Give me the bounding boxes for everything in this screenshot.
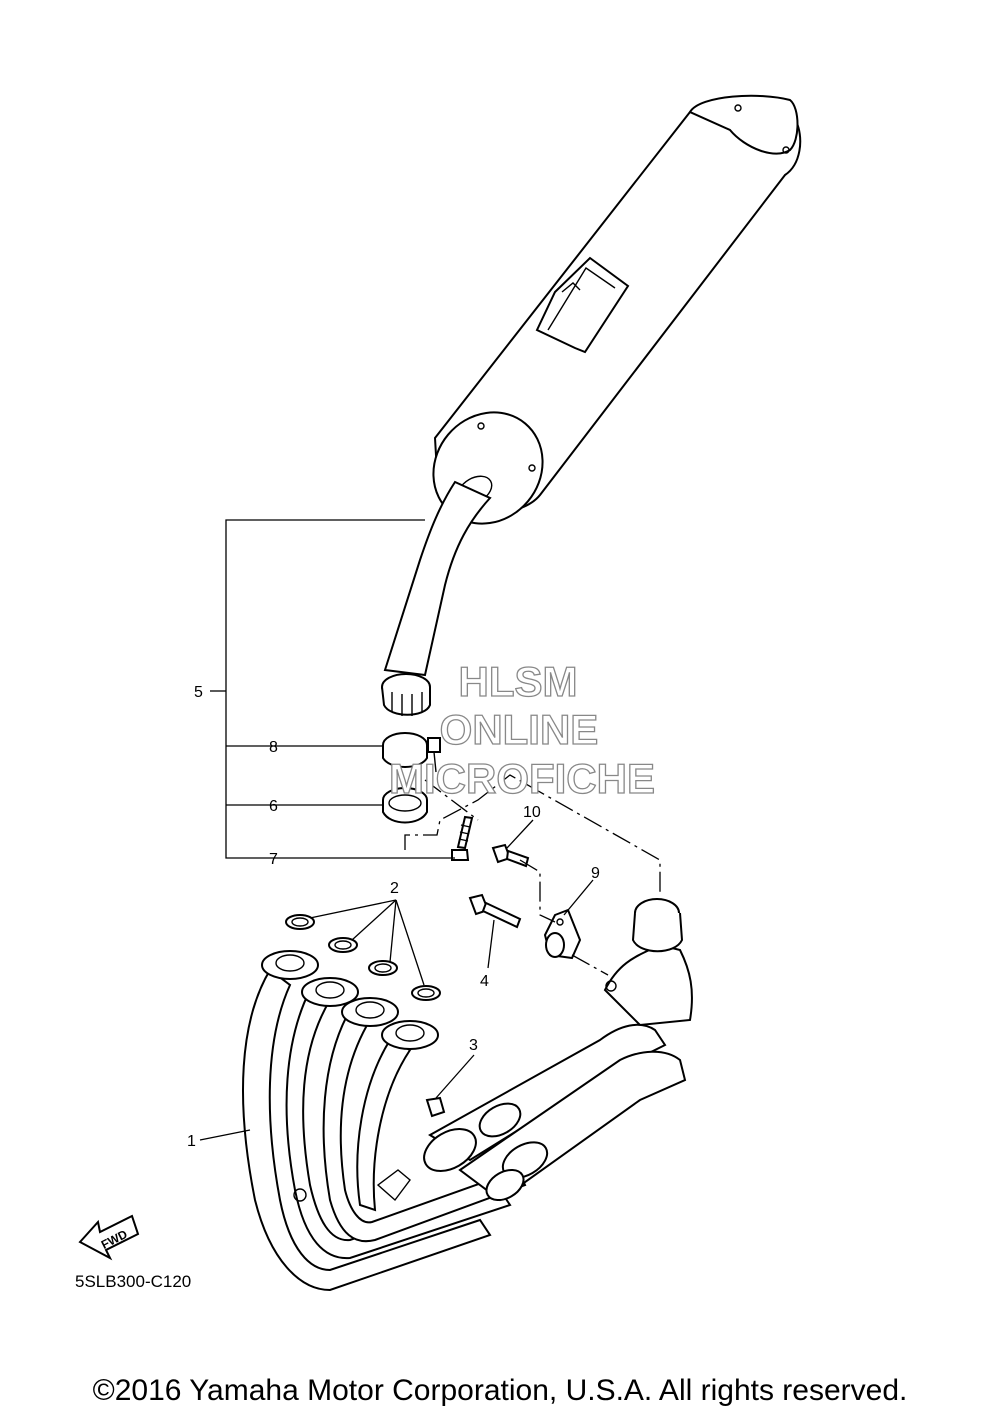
bracket — [543, 908, 582, 960]
nut — [425, 1096, 446, 1118]
callout-1: 1 — [187, 1133, 196, 1150]
callout-9: 9 — [591, 865, 600, 882]
callout-8: 8 — [269, 739, 278, 756]
leader-lines — [199, 519, 661, 1141]
exhaust-header-assembly — [242, 898, 693, 1292]
clamp-bolt — [451, 815, 474, 861]
gasket-sleeve — [382, 787, 428, 824]
clamp — [382, 732, 441, 773]
callout-2: 2 — [390, 880, 399, 897]
callout-6: 6 — [269, 798, 278, 815]
drawing-code: 5SLB300-C120 — [75, 1272, 191, 1291]
watermark: HLSM ONLINE MICROFICHE — [388, 657, 655, 802]
callouts: 1 2 3 4 5 6 7 8 9 10 — [187, 684, 600, 1150]
watermark-line-2: ONLINE — [440, 706, 599, 753]
muffler-link-pipe — [381, 480, 492, 716]
header-flanges — [261, 950, 439, 1050]
watermark-line-3: MICROFICHE — [389, 755, 655, 802]
fwd-arrow-icon: FWD — [78, 1214, 140, 1261]
watermark-line-1: HLSM — [459, 658, 578, 705]
callout-4: 4 — [480, 973, 489, 990]
callout-3: 3 — [469, 1037, 478, 1054]
callout-10: 10 — [523, 804, 541, 821]
muffler — [432, 94, 802, 525]
gaskets — [285, 914, 441, 1001]
copyright-notice: ©2016 Yamaha Motor Corporation, U.S.A. A… — [92, 1374, 908, 1407]
bolt-4 — [468, 893, 522, 929]
bolt-10 — [491, 843, 530, 868]
callout-7: 7 — [269, 851, 278, 868]
callout-5: 5 — [194, 684, 203, 701]
